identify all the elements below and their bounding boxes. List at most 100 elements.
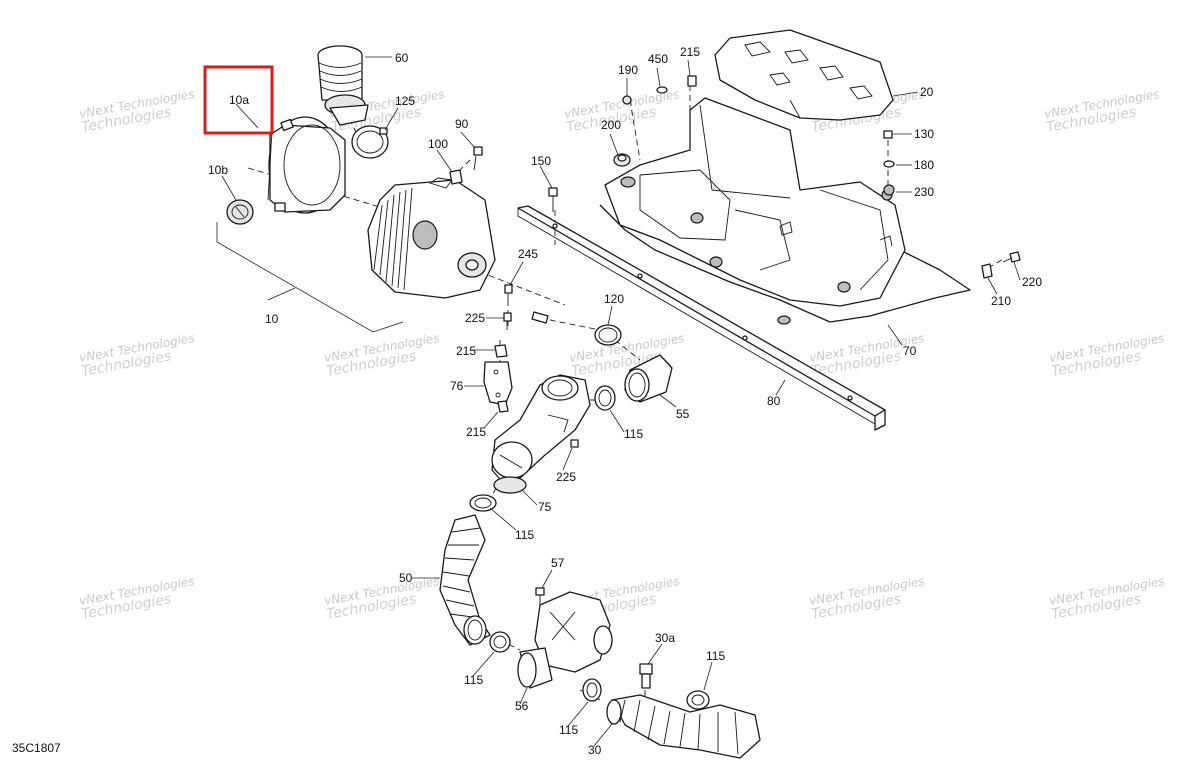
callout-215: 215 <box>680 45 700 59</box>
watermark: vNext Technologies Technologies <box>78 87 195 136</box>
small-hardware <box>449 146 558 324</box>
watermark: vNext Technologies Technologies <box>1043 87 1160 136</box>
clamp-115-upper-hose <box>469 494 497 512</box>
callout-230: 230 <box>914 185 934 199</box>
callout-76: 76 <box>450 379 464 393</box>
washer-180 <box>883 160 895 168</box>
clip-215-mid <box>494 344 508 358</box>
callout-100: 100 <box>428 137 448 151</box>
spacer-245 <box>531 311 549 324</box>
callout-10b: 10b <box>208 163 228 177</box>
callout-70: 70 <box>903 344 917 358</box>
callouts: 10a 10b 10 60 125 90 100 190 450 215 20 … <box>208 45 1042 757</box>
callout-210: 210 <box>991 294 1011 308</box>
callout-190: 190 <box>618 63 638 77</box>
callout-90: 90 <box>455 117 469 131</box>
bolt-225-lower <box>570 439 579 448</box>
intake-tray <box>599 97 971 325</box>
bolt-57 <box>535 587 545 605</box>
callout-150: 150 <box>531 154 551 168</box>
callout-57: 57 <box>551 556 565 570</box>
callout-75: 75 <box>538 500 552 514</box>
callout-200: 200 <box>601 118 621 132</box>
callout-245: 245 <box>518 247 538 261</box>
callout-55: 55 <box>676 407 690 421</box>
callout-215: 215 <box>456 344 476 358</box>
clip-215-low <box>497 400 509 413</box>
filter-ring-10a <box>267 116 346 214</box>
elbow-55 <box>624 354 673 403</box>
bracket-76 <box>483 361 513 406</box>
nut-230 <box>883 184 895 196</box>
callout-115: 115 <box>706 649 725 663</box>
callout-225: 225 <box>465 311 485 325</box>
diagram-code: 35C1807 <box>12 741 61 755</box>
callout-215: 215 <box>466 425 486 439</box>
clamp-115-throttle <box>582 678 602 702</box>
callout-115: 115 <box>464 673 483 687</box>
clip-215-top <box>687 75 697 87</box>
watermark: vNext Technologies Technologies <box>78 331 195 380</box>
tray-body <box>604 97 906 307</box>
watermark: vNext Technologies Technologies <box>1048 331 1165 380</box>
callout-115: 115 <box>515 528 534 542</box>
bolt-130 <box>883 130 893 139</box>
callout-220: 220 <box>1022 275 1042 289</box>
intake-hose-50 <box>439 514 491 646</box>
callout-450: 450 <box>648 52 668 66</box>
bolt-150 <box>548 187 558 212</box>
tray-cover-20 <box>714 29 894 121</box>
clip-210 <box>981 263 993 279</box>
clamp-115-duct <box>686 690 710 710</box>
callout-180: 180 <box>914 158 934 172</box>
callout-125: 125 <box>395 94 415 108</box>
assembly-bracket-10 <box>216 222 404 333</box>
bushing-100 <box>449 169 463 185</box>
callout-115: 115 <box>624 427 643 441</box>
watermark: vNext Technologies Technologies <box>563 87 680 136</box>
throttle-body-56 <box>517 591 613 689</box>
sensor-30a <box>639 663 653 689</box>
filter-canister <box>367 177 496 299</box>
intake-bellows-60 <box>317 45 369 126</box>
filter-cap-10b <box>226 199 254 225</box>
callout-30a: 30a <box>655 631 675 645</box>
screw-90 <box>473 146 483 171</box>
bolt-225-upper <box>503 312 512 330</box>
callout-30: 30 <box>588 743 602 757</box>
callout-56: 56 <box>515 699 529 713</box>
callout-120: 120 <box>604 292 624 306</box>
watermark: vNext Technologies Technologies <box>323 574 440 623</box>
intake-duct-30 <box>606 694 761 759</box>
mounting-rail-80 <box>517 205 886 431</box>
clamp-120 <box>594 324 622 346</box>
air-filter-housing <box>216 45 496 333</box>
callout-20: 20 <box>920 85 934 99</box>
callout-130: 130 <box>914 127 934 141</box>
watermark: vNext Technologies Technologies <box>1048 574 1165 623</box>
bolt-220 <box>1002 251 1021 263</box>
bolt-245 <box>504 284 513 300</box>
clamp-125 <box>351 125 389 159</box>
clamp-115-mid <box>594 385 616 411</box>
clamp-115-hose-lower <box>489 631 511 653</box>
callout-115: 115 <box>559 723 578 737</box>
watermark: vNext Technologies Technologies <box>78 574 195 623</box>
tray-hardware <box>613 75 1021 279</box>
watermarks: vNext Technologies Technologies vNext Te… <box>78 87 1165 623</box>
nut-190 <box>622 95 632 105</box>
highlight-box <box>203 65 274 135</box>
callout-60: 60 <box>395 51 409 65</box>
callout-80: 80 <box>767 394 781 408</box>
callout-50: 50 <box>399 571 413 585</box>
watermark: vNext Technologies Technologies <box>323 331 440 380</box>
grommet-200 <box>613 153 631 167</box>
callout-10: 10 <box>265 312 279 326</box>
washer-450 <box>656 86 668 94</box>
callout-10a: 10a <box>229 93 249 107</box>
watermark: vNext Technologies Technologies <box>808 574 925 623</box>
leader-lines <box>221 56 1021 747</box>
callout-225: 225 <box>556 470 576 484</box>
air-box-75 <box>491 374 591 494</box>
